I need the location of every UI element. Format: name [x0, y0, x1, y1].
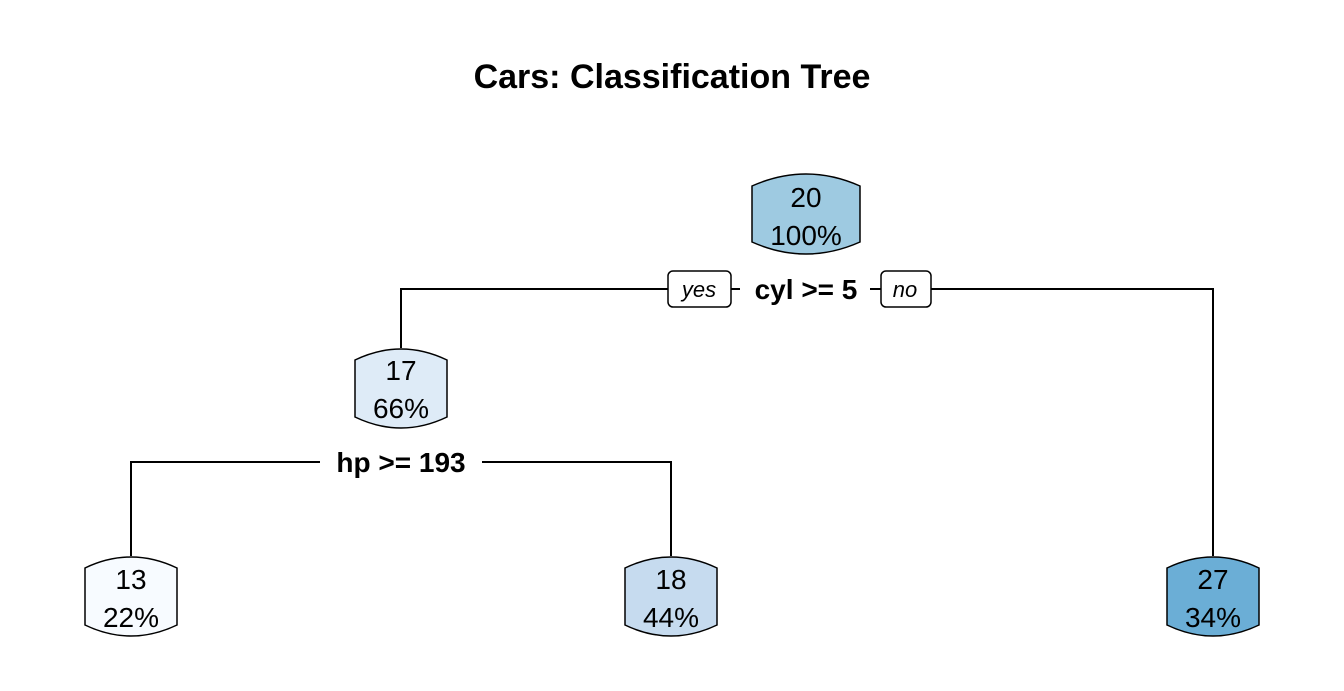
node-root-percent: 100% — [770, 220, 842, 251]
edge-left-leaf1 — [130, 461, 320, 556]
yes-branch-label: yes — [680, 277, 716, 302]
leaf-2-percent: 44% — [643, 602, 699, 633]
tree-edges — [130, 288, 1214, 556]
split-root-label: cyl >= 5 — [755, 274, 858, 305]
edge-root-right — [931, 288, 1214, 556]
node-left-value: 17 — [385, 355, 416, 386]
leaf-node: 27 34% — [1166, 556, 1260, 637]
edge-left-leaf2 — [482, 461, 672, 556]
node-root: 20 100% — [751, 173, 861, 255]
leaf-node: 18 44% — [624, 556, 718, 637]
no-branch-label: no — [893, 277, 917, 302]
leaf-2-shape — [624, 556, 718, 637]
leaf-3-value: 27 — [1197, 564, 1228, 595]
leaf-3-shape — [1166, 556, 1260, 637]
split-root: yes cyl >= 5 no — [667, 270, 932, 308]
leaf-node: 13 22% — [84, 556, 178, 637]
leaf-1-shape — [84, 556, 178, 637]
node-left: 17 66% — [354, 348, 448, 429]
edge-root-left — [400, 288, 668, 348]
node-left-percent: 66% — [373, 393, 429, 424]
no-branch-box — [880, 270, 932, 308]
leaf-3-percent: 34% — [1185, 602, 1241, 633]
yes-branch-box — [667, 270, 732, 308]
split-left-label: hp >= 193 — [336, 447, 465, 478]
leaf-2-value: 18 — [655, 564, 686, 595]
leaf-1-percent: 22% — [103, 602, 159, 633]
node-root-value: 20 — [790, 182, 821, 213]
node-left-shape — [354, 348, 448, 429]
leaf-1-value: 13 — [115, 564, 146, 595]
chart-title: Cars: Classification Tree — [473, 58, 871, 96]
node-root-shape — [751, 173, 861, 255]
